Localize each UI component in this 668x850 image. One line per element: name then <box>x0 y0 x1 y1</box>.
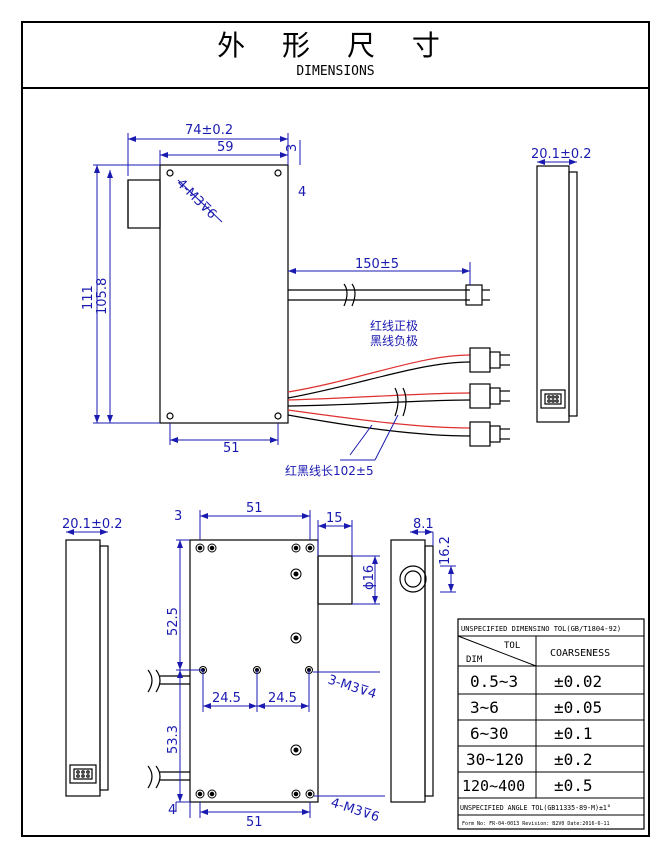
wire-connector-2 <box>469 383 510 409</box>
tol-col-dim: DIM <box>466 655 483 665</box>
dim-back-lower-height: 53.3 <box>166 725 181 754</box>
tol-row-value: ±0.1 <box>554 724 593 743</box>
tol-row-value: ±0.2 <box>554 750 593 769</box>
tol-row-range: 6~30 <box>470 724 509 743</box>
tol-row-range: 0.5~3 <box>470 672 518 691</box>
dim-back-upper-height: 52.5 <box>166 607 181 636</box>
back-view <box>147 539 353 803</box>
tol-table-title: UNSPECIFIED DIMENSINO TOL(GB/T1804-92) <box>461 625 621 633</box>
hole-callout-front: 4-M3⊽6 <box>173 176 219 222</box>
hole-callout-back-mid: 3-M3⊽4 <box>326 673 378 703</box>
tol-form-note: Form No: FR-04-0013 Revision: B2V0 Date:… <box>462 821 610 827</box>
dim-back-bottom-offset: 4 <box>168 803 176 818</box>
dim-back-top-offset: 3 <box>174 509 182 524</box>
tol-angle-note: UNSPECIFIED ANGLE TOL(GB11335-89-M)±1° <box>460 804 611 812</box>
tol-row-range: 120~400 <box>462 777 525 795</box>
dim-back-boss-width: 15 <box>326 511 343 526</box>
front-boss <box>127 179 161 229</box>
dim-front-top-offset: 3 <box>285 144 300 152</box>
side-view-bottom <box>65 539 109 797</box>
title-english: DIMENSIONS <box>296 64 375 79</box>
hole-callout-back-bottom: 4-M3⊽6 <box>329 796 381 826</box>
front-view <box>127 164 510 447</box>
end-view <box>390 539 434 803</box>
wire-length-note: 红黑线长102±5 <box>285 463 374 478</box>
dim-back-boss-dia: ϕ16 <box>362 565 377 590</box>
side-view-top <box>536 165 578 423</box>
wire-connector-3 <box>469 421 510 447</box>
dim-back-top-width: 51 <box>246 501 263 516</box>
dim-end-width: 8.1 <box>413 517 434 532</box>
title-chinese: 外 形 尺 寸 <box>217 29 454 62</box>
wire-connector-1 <box>469 347 510 373</box>
front-hole-bl <box>166 412 174 420</box>
dim-front-height: 111 <box>81 285 96 310</box>
front-connector <box>465 284 483 306</box>
tol-col-class: COARSENESS <box>550 648 610 659</box>
dim-front-body-height: 105.8 <box>95 278 110 315</box>
drawing-frame: 外 形 尺 寸 DIMENSIONS <box>21 21 650 837</box>
front-body <box>159 164 289 424</box>
front-hole-tr <box>274 169 282 177</box>
dim-front-width: 74±0.2 <box>185 123 233 138</box>
tol-row-value: ±0.5 <box>554 776 593 795</box>
tol-col-tol: TOL <box>504 641 520 651</box>
dim-back-half2: 24.5 <box>268 691 297 706</box>
tol-row-range: 30~120 <box>466 750 524 769</box>
dim-back-bottom-width: 51 <box>246 815 263 830</box>
title-block: 外 形 尺 寸 DIMENSIONS <box>23 23 648 89</box>
dim-side-top-thickness: 20.1±0.2 <box>531 147 592 162</box>
dim-cable-length: 150±5 <box>355 257 399 272</box>
tolerance-table: UNSPECIFIED DIMENSINO TOL(GB/T1804-92) T… <box>457 618 645 830</box>
dim-back-half1: 24.5 <box>212 691 241 706</box>
dim-end-height: 16.2 <box>438 536 453 565</box>
tol-row-value: ±0.05 <box>554 698 602 717</box>
dim-side-bottom-thickness: 20.1±0.2 <box>62 517 123 532</box>
front-hole-br <box>274 412 282 420</box>
dim-front-bottom-width: 51 <box>223 441 240 456</box>
dim-front-hole-offset: 4 <box>298 185 306 200</box>
wire-note-line1: 红线正极 <box>370 318 418 333</box>
wire-note-line2: 黑线负极 <box>370 334 418 348</box>
dim-front-body-width: 59 <box>217 140 234 155</box>
tol-row-value: ±0.02 <box>554 672 602 691</box>
front-hole-tl <box>166 169 174 177</box>
tol-row-range: 3~6 <box>470 698 499 717</box>
